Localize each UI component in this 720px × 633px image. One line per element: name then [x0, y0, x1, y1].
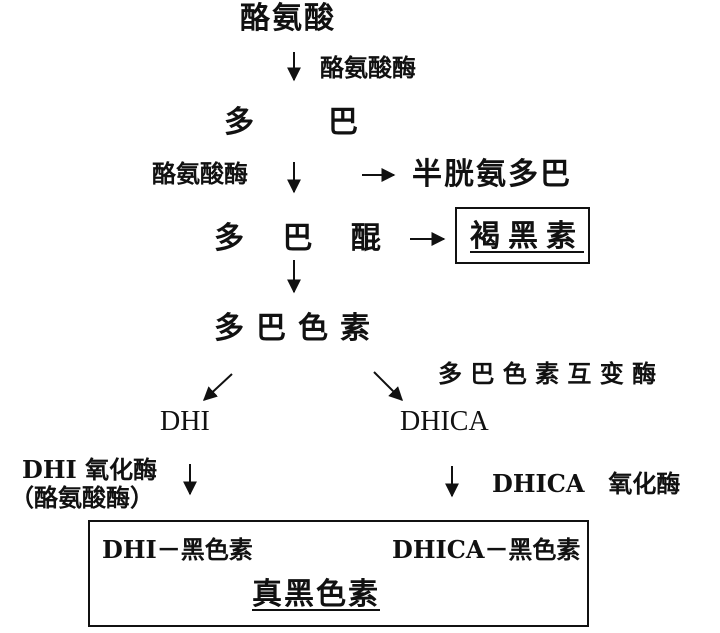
enzyme-tyrosinase-2: 酪氨酸酶 [152, 159, 248, 188]
pheomelanin-box [455, 207, 590, 264]
enzyme-dhica-oxidase: DHICA 氧化酶 [492, 469, 681, 498]
node-dopaquinone: 多 巴 醌 [214, 221, 395, 256]
node-dopachrome: 多巴色素 [214, 311, 382, 346]
arrow-dopachrome-to-dhi [202, 373, 233, 401]
enzyme-dhi-oxidase: DHI 氧化酶 [22, 455, 158, 484]
eumelanin-box [88, 520, 589, 627]
node-cysteinyl-dopa: 半胱氨多巴 [412, 157, 572, 192]
node-dhica: DHICA [400, 406, 489, 437]
node-tyrosine: 酪氨酸 [240, 1, 336, 36]
node-dopa: 多 巴 [224, 105, 380, 140]
enzyme-dopachrome-tautomerase: 多 巴 色 素 互 变 酶 [438, 359, 657, 388]
enzyme-dhi-oxidase-note: （酪氨酸酶） [10, 483, 154, 512]
node-eumelanin: 真黑色素 [252, 577, 380, 612]
node-dhi: DHI [160, 406, 210, 437]
node-dhica-melanin: DHICA－黑色素 [392, 535, 581, 564]
enzyme-tyrosinase-1: 酪氨酸酶 [320, 53, 416, 82]
node-dhi-melanin: DHI－黑色素 [102, 535, 253, 564]
arrow-dopachrome-to-dhica [373, 371, 403, 401]
node-pheomelanin: 褐黑素 [470, 219, 584, 254]
